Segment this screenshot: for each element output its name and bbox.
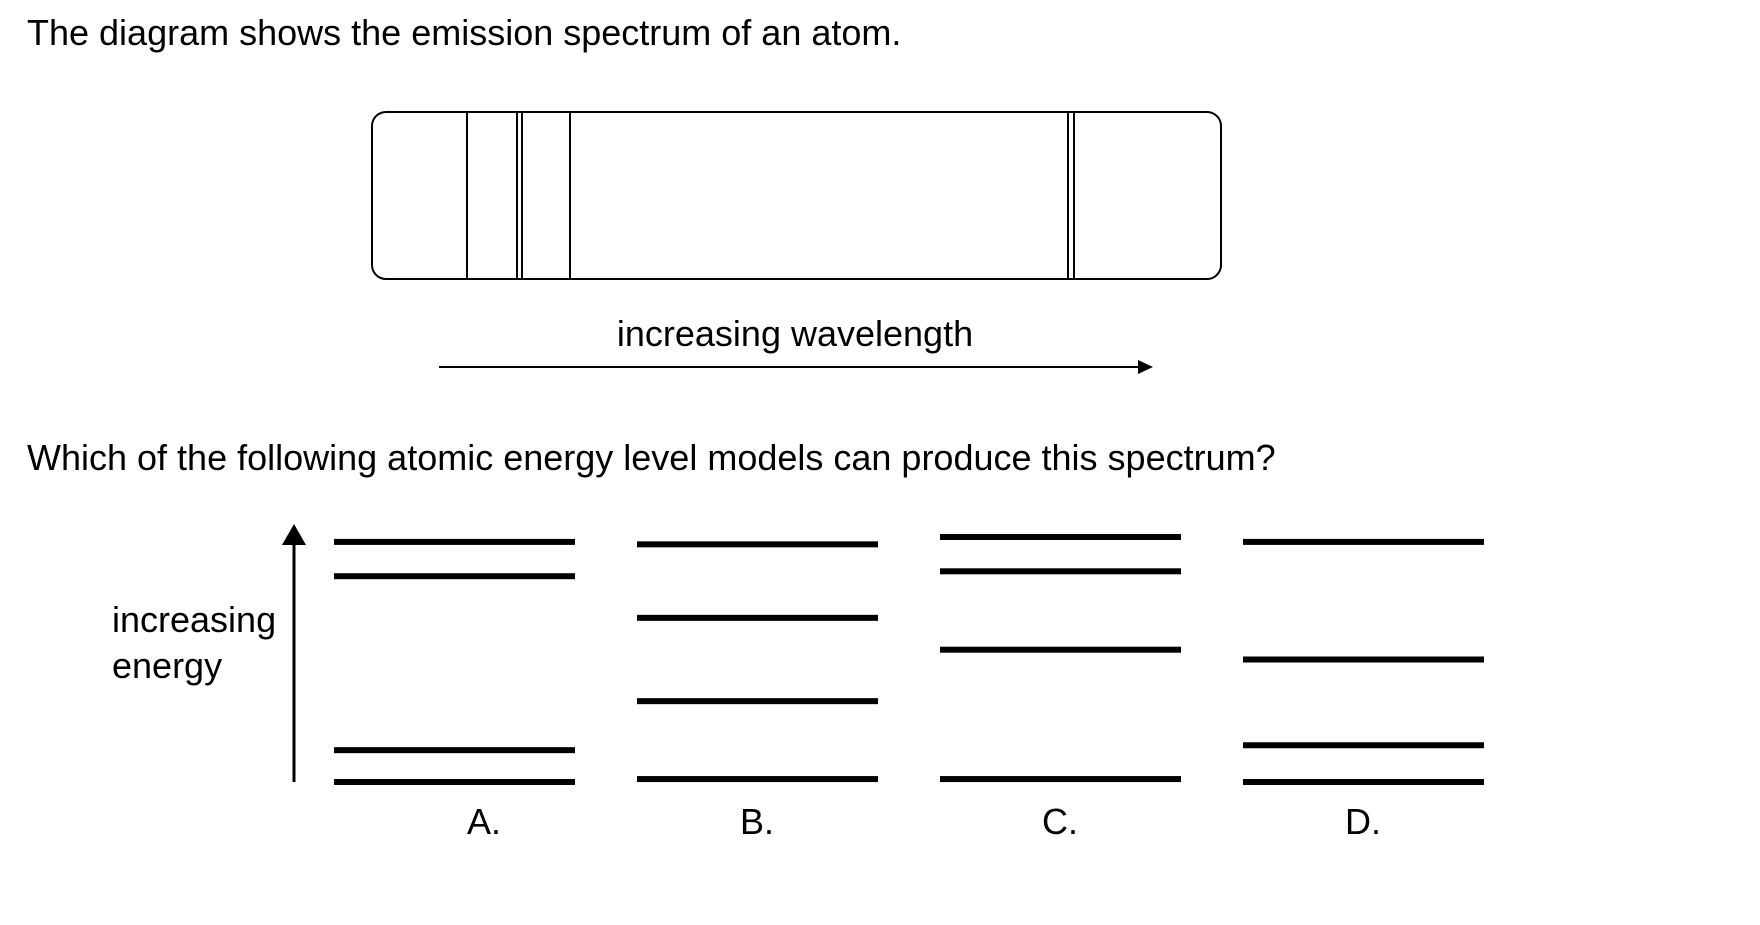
energy-level-d <box>1243 742 1484 749</box>
energy-level-b <box>637 698 878 705</box>
option-b-label: B. <box>739 801 774 842</box>
energy-level-a <box>334 573 575 580</box>
option-c-label: C. <box>1042 801 1078 842</box>
energy-level-d <box>1243 538 1484 545</box>
energy-level-c <box>940 776 1181 783</box>
option-d-label: D. <box>1345 801 1381 842</box>
wavelength-label: increasing wavelength <box>616 313 974 354</box>
spectral-lines <box>466 112 1075 279</box>
energy-level-models <box>334 534 1484 785</box>
energy-level-c <box>940 534 1181 540</box>
energy-level-a <box>334 538 575 545</box>
energy-level-b <box>637 776 878 783</box>
energy-level-c <box>940 646 1181 653</box>
spectrum-box <box>371 111 1222 280</box>
energy-level-a <box>334 747 575 754</box>
energy-label-line2: energy <box>112 645 223 686</box>
wavelength-arrowhead-icon <box>1138 360 1153 374</box>
intro-text: The diagram shows the emission spectrum … <box>27 12 902 53</box>
question-text: Which of the following atomic energy lev… <box>27 437 1276 478</box>
energy-level-d <box>1243 656 1484 663</box>
option-a-label: A. <box>466 801 501 842</box>
energy-level-c <box>940 568 1181 575</box>
energy-level-a <box>334 779 575 785</box>
energy-label-line1: increasing <box>112 599 277 640</box>
energy-arrowhead-icon <box>282 524 306 545</box>
energy-level-b <box>637 614 878 621</box>
energy-level-d <box>1243 779 1484 785</box>
energy-level-b <box>637 541 878 548</box>
